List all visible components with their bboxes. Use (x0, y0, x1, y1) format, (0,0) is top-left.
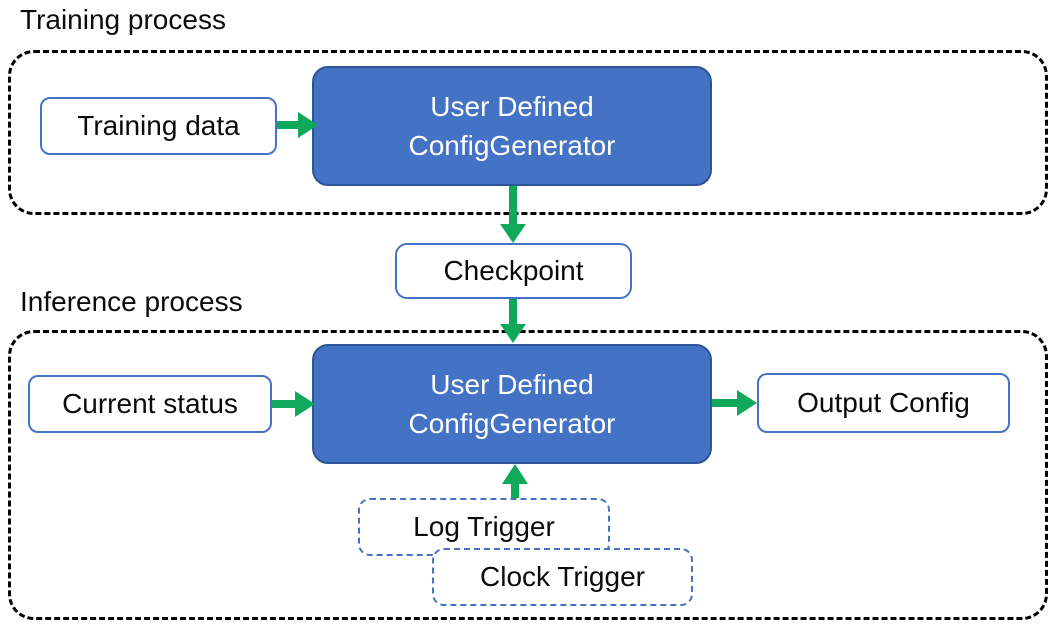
arrow-generator-to-checkpoint-icon (500, 186, 526, 243)
arrow-checkpoint-to-inference-generator-icon (500, 299, 526, 343)
output-config-label: Output Config (797, 387, 970, 418)
training-generator-line2: ConfigGenerator (408, 130, 616, 161)
current-status-label: Current status (62, 388, 238, 419)
inference-generator-node: User Defined ConfigGenerator (312, 344, 712, 464)
training-data-node: Training data (40, 97, 277, 155)
output-config-node: Output Config (757, 373, 1010, 433)
inference-container (8, 330, 1048, 620)
checkpoint-label: Checkpoint (443, 255, 584, 286)
arrow-training-data-to-generator-icon (277, 112, 318, 138)
training-container (8, 50, 1048, 215)
arrow-generator-to-output-config-icon (712, 390, 757, 416)
training-generator-node: User Defined ConfigGenerator (312, 66, 712, 186)
clock-trigger-label: Clock Trigger (480, 561, 645, 592)
clock-trigger-node: Clock Trigger (432, 548, 693, 606)
current-status-node: Current status (28, 375, 272, 433)
log-trigger-node: Log Trigger (358, 498, 610, 556)
training-data-label: Training data (77, 110, 240, 141)
arrow-triggers-to-generator-icon (502, 464, 528, 498)
training-generator-line1: User Defined (430, 90, 594, 122)
inference-generator-line1: User Defined (430, 368, 594, 400)
inference-process-label: Inference process (20, 286, 243, 317)
checkpoint-node: Checkpoint (395, 243, 632, 299)
arrow-current-status-to-generator-icon (272, 391, 315, 417)
training-process-label: Training process (20, 4, 226, 35)
log-trigger-label: Log Trigger (413, 511, 555, 542)
inference-generator-line2: ConfigGenerator (408, 408, 616, 439)
